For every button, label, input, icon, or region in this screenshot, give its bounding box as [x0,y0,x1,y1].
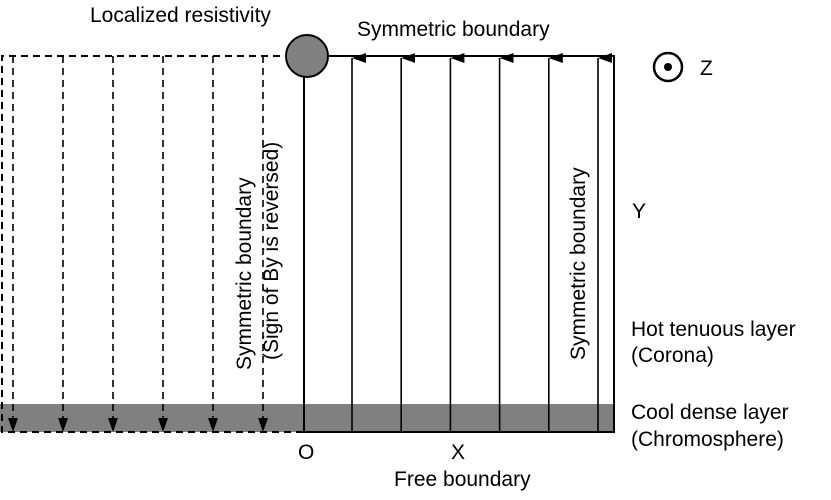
downward-arrowhead [58,418,68,432]
chromosphere-band [0,404,614,432]
downward-arrowhead [258,418,268,432]
label-localized-resistivity: Localized resistivity [90,4,271,27]
upward-field-lines [351,53,612,432]
downward-arrowhead [8,418,18,432]
label-right-boundary: Symmetric boundary [567,167,590,360]
label-z-axis: Z [700,57,713,80]
label-bottom-boundary: Free boundary [394,468,531,491]
z-dot [664,63,672,71]
downward-arrowhead [108,418,118,432]
label-cool-layer-line1: Cool dense layer [631,401,789,424]
label-top-boundary: Symmetric boundary [357,18,550,41]
label-x-axis: X [451,441,465,464]
label-left-boundary-line2: (Sign of By is reversed) [260,142,283,360]
label-hot-layer-line2: (Corona) [631,344,714,367]
resistivity-spot [285,34,329,78]
downward-arrowhead [158,418,168,432]
mirrored-domain-box [1,55,304,433]
label-cool-layer-line2: (Chromosphere) [631,428,784,451]
label-y-axis: Y [632,200,646,223]
label-hot-layer-line1: Hot tenuous layer [631,318,796,341]
label-left-boundary-line1: Symmetric boundary [233,177,256,370]
downward-arrowhead [208,418,218,432]
downward-field-lines [8,56,268,432]
label-origin: O [298,441,314,464]
